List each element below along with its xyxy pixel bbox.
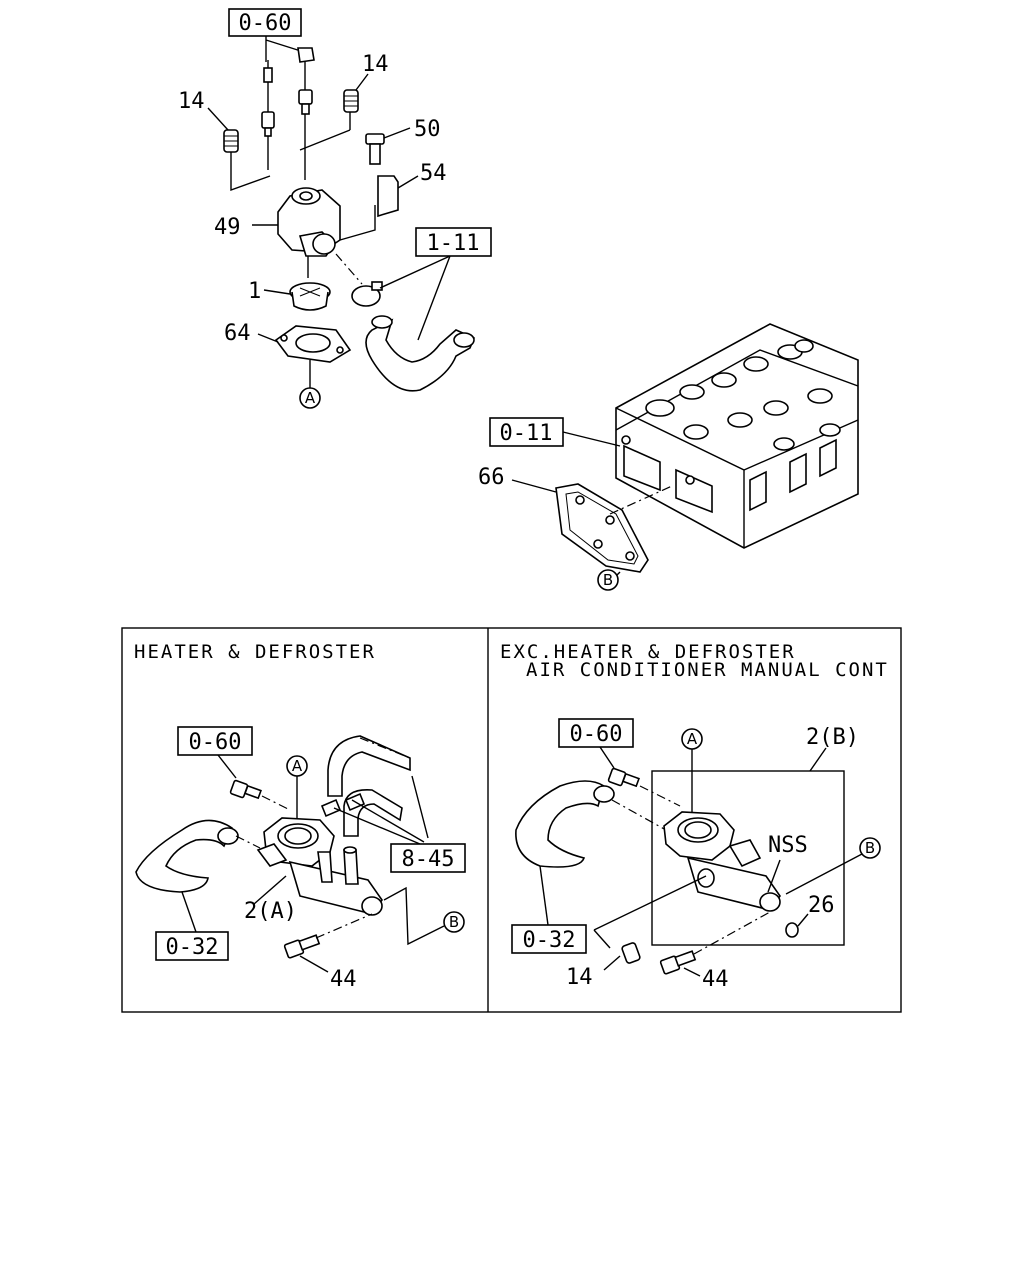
ref-0-60-right-label: 0-60 xyxy=(570,722,623,747)
marker-a-right: A xyxy=(681,728,703,750)
ref-0-32-right-label: 0-32 xyxy=(523,928,576,953)
hose-left xyxy=(135,819,239,893)
sensor-wire-right xyxy=(297,47,315,115)
plug-14-bottom: 14 xyxy=(566,942,641,990)
ref-0-60-left-label: 0-60 xyxy=(189,730,242,755)
bolt-44-right xyxy=(659,950,697,975)
sensor-left xyxy=(229,779,262,800)
bolt-44-left xyxy=(283,934,321,959)
marker-b-right-label: B xyxy=(865,839,875,857)
marker-b-top-label: B xyxy=(603,571,613,589)
label-44-right: 44 xyxy=(702,967,729,992)
gasket-66: 66 xyxy=(478,465,673,581)
marker-a-left-label: A xyxy=(292,757,303,775)
label-nss: NSS xyxy=(768,833,808,858)
ref-1-11-label: 1-11 xyxy=(427,231,480,256)
marker-a-top-label: A xyxy=(305,389,316,407)
marker-a-right-label: A xyxy=(687,730,698,748)
label-2a: 2(A) xyxy=(244,899,297,924)
panel-right-title-line1: EXC.HEATER & DEFROSTER xyxy=(500,641,796,663)
ref-0-32-left-label: 0-32 xyxy=(166,935,219,960)
ref-box-1-11: 1-11 xyxy=(415,227,492,257)
label-54: 54 xyxy=(420,161,447,186)
bracket-54: 54 xyxy=(339,161,447,241)
oring-26: 26 xyxy=(785,893,835,938)
label-44-left: 44 xyxy=(330,967,357,992)
panel-left-title: HEATER & DEFROSTER xyxy=(134,641,376,663)
ref-box-8-45: 8-45 xyxy=(390,843,466,873)
ref-0-11-label: 0-11 xyxy=(500,421,553,446)
ref-box-0-60-top: 0-60 xyxy=(228,8,302,37)
heater-hoses xyxy=(327,735,411,837)
sensor-wire-left xyxy=(261,60,275,137)
marker-b-left: B xyxy=(443,911,465,933)
panel-exc-heater: EXC.HEATER & DEFROSTER AIR CONDITIONER M… xyxy=(500,641,889,992)
bolt-50: 50 xyxy=(365,117,441,165)
ref-box-0-11: 0-11 xyxy=(489,417,564,447)
panels-frame xyxy=(121,627,902,1013)
top-section: 0-60 14 14 xyxy=(178,8,859,591)
cylinder-head xyxy=(615,323,859,549)
gasket-64: 64 xyxy=(224,321,352,388)
nss-assembly-box xyxy=(651,770,845,946)
plug-14-left: 14 xyxy=(178,89,239,153)
ref-8-45-label: 8-45 xyxy=(402,847,455,872)
sensor-right xyxy=(607,767,640,788)
marker-b-top: B xyxy=(597,569,619,591)
ref-box-0-60-left: 0-60 xyxy=(177,726,253,756)
label-26: 26 xyxy=(808,893,835,918)
ref-box-0-60-right: 0-60 xyxy=(558,718,634,748)
label-64: 64 xyxy=(224,321,251,346)
label-50: 50 xyxy=(414,117,441,142)
ref-box-0-32-left: 0-32 xyxy=(155,931,229,961)
marker-b-right: B xyxy=(859,837,881,859)
panel-heater-defroster: HEATER & DEFROSTER 0-60 A 0-32 xyxy=(134,641,466,992)
hose-clamp xyxy=(351,281,383,307)
label-1: 1 xyxy=(248,279,261,304)
thermostat-1: 1 xyxy=(248,279,331,311)
ref-box-0-32-right: 0-32 xyxy=(511,924,587,954)
thermostat-housing-49: 49 xyxy=(214,187,341,257)
valve-bosses xyxy=(645,339,841,451)
water-outlet-2b xyxy=(663,811,781,912)
label-66: 66 xyxy=(478,465,505,490)
radiator-hose xyxy=(365,315,476,392)
ref-0-60-top-label: 0-60 xyxy=(239,11,292,36)
label-14-right: 14 xyxy=(362,52,389,77)
label-14-left: 14 xyxy=(178,89,205,114)
hose-right xyxy=(515,780,615,868)
label-2b: 2(B) xyxy=(806,725,859,750)
water-outlet-2a xyxy=(256,817,383,916)
marker-a-top: A xyxy=(299,387,321,409)
plug-14-right: 14 xyxy=(343,52,389,130)
label-49: 49 xyxy=(214,215,241,240)
marker-b-left-label: B xyxy=(449,913,459,931)
marker-a-left: A xyxy=(286,755,308,777)
hose-clip-small-a xyxy=(320,798,342,818)
panel-right-title-line2: AIR CONDITIONER MANUAL CONT xyxy=(526,659,889,681)
label-14-bottom: 14 xyxy=(566,965,593,990)
